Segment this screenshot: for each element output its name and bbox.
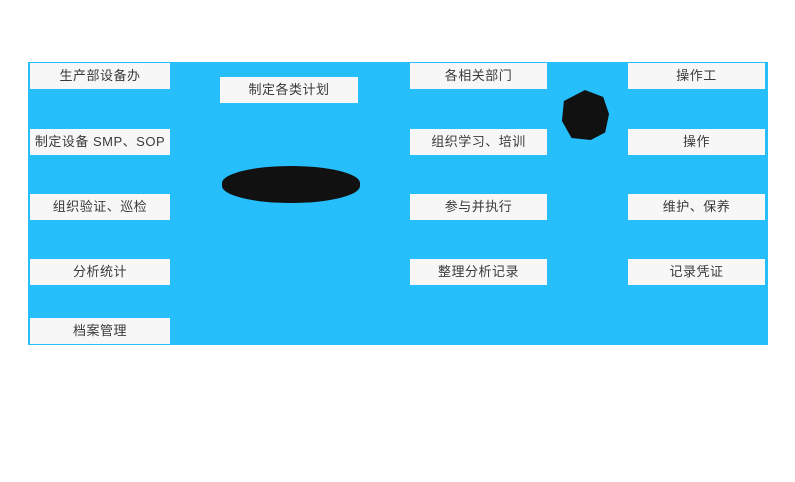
flow-node-box[interactable]: 操作工	[628, 63, 765, 89]
redaction-blob-heptagon	[561, 90, 609, 140]
flow-node-box[interactable]: 组织验证、巡检	[30, 194, 170, 220]
flow-node-box[interactable]: 操作	[628, 129, 765, 155]
flow-node-box[interactable]: 组织学习、培训	[410, 129, 547, 155]
flow-node-box[interactable]: 参与并执行	[410, 194, 547, 220]
redaction-blob-wide	[222, 166, 360, 203]
flow-node-box[interactable]: 档案管理	[30, 318, 170, 344]
flow-node-box[interactable]: 制定各类计划	[220, 77, 358, 103]
flow-node-box[interactable]: 分析统计	[30, 259, 170, 285]
flow-node-box[interactable]: 制定设备 SMP、SOP	[30, 129, 170, 155]
flow-node-box[interactable]: 整理分析记录	[410, 259, 547, 285]
flow-node-box[interactable]: 维护、保养	[628, 194, 765, 220]
flow-node-box[interactable]: 记录凭证	[628, 259, 765, 285]
flow-node-box[interactable]: 生产部设备办	[30, 63, 170, 89]
flow-node-box[interactable]: 各相关部门	[410, 63, 547, 89]
